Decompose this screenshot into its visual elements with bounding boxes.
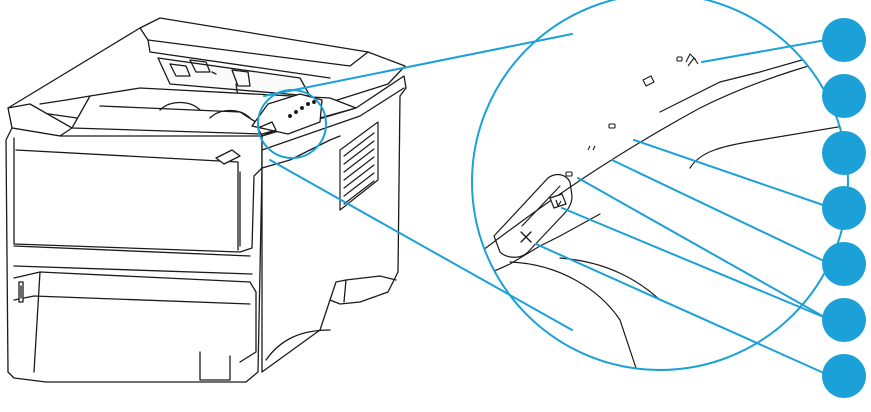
- callout-leaders: [535, 39, 827, 375]
- go-button: [549, 193, 567, 209]
- magnifier-source-circle: [257, 89, 327, 159]
- power-button: [215, 149, 241, 165]
- vent-grille: [339, 121, 379, 211]
- callout-4: [822, 186, 866, 230]
- cancel-button: [520, 231, 532, 243]
- paper-icon: [642, 75, 655, 87]
- attention-light: [587, 145, 596, 151]
- callout-7: [822, 354, 866, 398]
- leader-5: [611, 159, 827, 263]
- printer-front-face: [5, 127, 263, 383]
- callout-3: [822, 131, 866, 175]
- printer-control-panel-small: [251, 93, 323, 135]
- printer-rear-edge: [139, 27, 369, 67]
- jam-icon: [685, 53, 699, 67]
- leader-4: [633, 139, 827, 207]
- magnified-panel-surface: [472, 47, 848, 261]
- callout-2: [822, 74, 866, 118]
- printer-illustration: [5, 17, 407, 383]
- callout-1: [822, 18, 866, 62]
- leader-7: [535, 243, 827, 375]
- magnifier-connector-lines: [263, 33, 573, 331]
- magnifier-circle: [471, 0, 849, 371]
- printer-left-side: [7, 103, 73, 137]
- paper-tray: [13, 271, 257, 363]
- callout-5: [822, 242, 866, 286]
- leader-1: [701, 39, 827, 63]
- ready-light: [565, 171, 573, 177]
- leader-6b: [561, 207, 827, 319]
- status-lights: [565, 53, 699, 177]
- callout-circles: [822, 18, 866, 398]
- callout-6: [822, 298, 866, 342]
- magnified-button-housing: [493, 173, 573, 258]
- toner-light: [608, 123, 616, 129]
- leader-6a: [577, 177, 827, 319]
- jam-light: [676, 56, 683, 62]
- magnified-control-panel: [472, 47, 848, 370]
